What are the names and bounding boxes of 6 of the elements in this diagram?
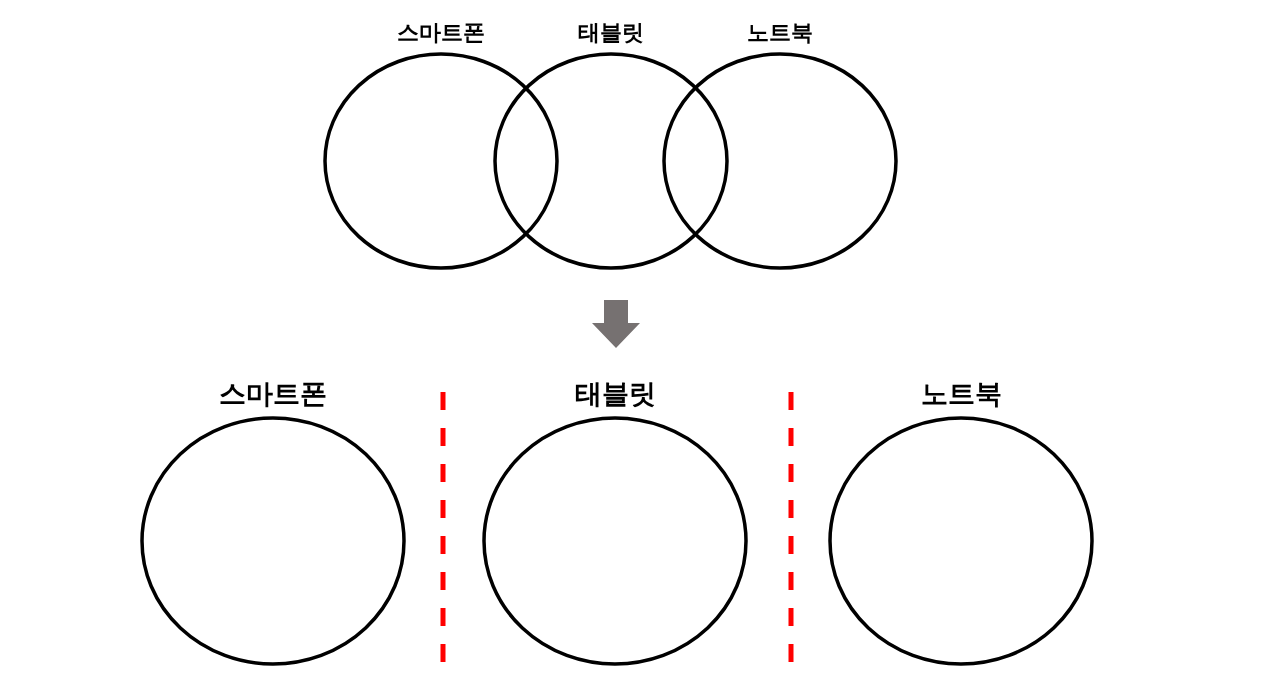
circle-label: 스마트폰 xyxy=(397,22,485,44)
circle-label: 노트북 xyxy=(920,380,1002,407)
circle-label: 태블릿 xyxy=(574,380,656,407)
circle-label: 태블릿 xyxy=(578,22,644,44)
circle-label: 노트북 xyxy=(747,22,813,44)
circle-label: 스마트폰 xyxy=(219,380,327,407)
